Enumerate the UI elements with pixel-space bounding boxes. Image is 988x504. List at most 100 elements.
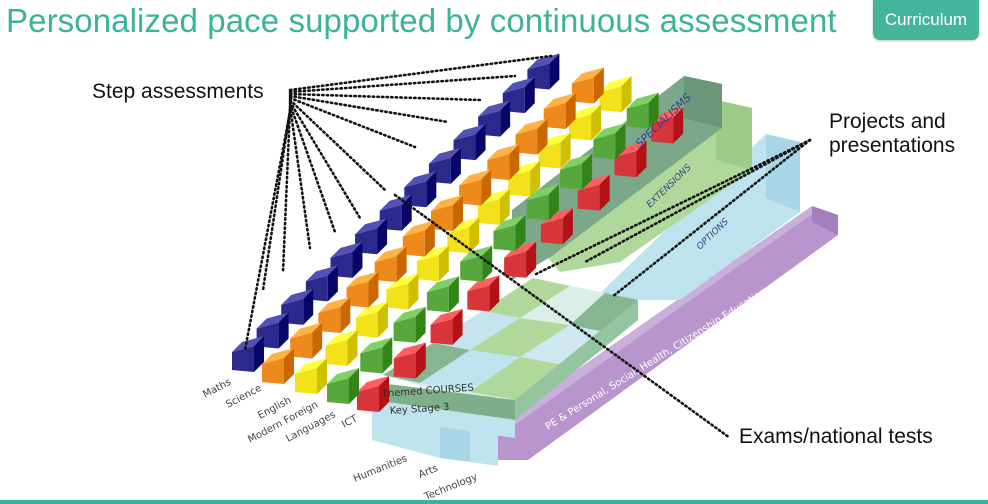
maths-step-top [256,312,289,329]
maths-step-top [355,218,388,235]
languages-step-top [626,92,659,109]
maths-step-top [404,171,437,188]
maths-step-top [453,124,486,141]
science-step-side [396,246,407,282]
languages-step [626,102,649,129]
ict-step-top [614,141,647,158]
english-step-side [591,104,602,141]
maths-step-top [527,53,560,70]
languages-step [493,225,516,251]
languages-step-side [382,337,393,374]
ict-step-top [430,308,463,325]
languages-step-side [548,184,559,221]
maths-step-top [428,147,461,164]
science-step-side [565,93,576,129]
exams-callout: Exams/national tests [739,425,933,448]
ict-step-top [393,342,426,359]
ict-step [467,285,490,312]
languages-step-side [648,92,659,129]
course-arts-label: Arts [417,463,440,481]
science-step-top [543,93,576,109]
science-step-top [459,169,492,186]
maths-step-top [379,194,412,211]
maths-step-side [254,336,264,372]
curriculum-badge[interactable]: Curriculum [873,0,979,40]
science-step [459,179,482,206]
languages-step-side [415,306,426,343]
science-step-side [368,271,379,308]
ict-step [614,151,637,178]
languages-step [560,163,583,190]
english-step [386,283,409,310]
languages-step [327,378,349,404]
ict-step-side [415,342,426,379]
maths-step-side [524,77,535,114]
maths-step-side [377,218,388,255]
science-step-top [346,271,379,288]
english-step-side [347,329,358,366]
languages-step-side [448,276,459,313]
callout-leaders [243,54,812,440]
maths-step-top [502,77,535,94]
english-step-top [599,76,632,93]
languages-step-side [582,153,593,190]
maths-step-side [278,312,289,349]
science-step [515,128,538,155]
science-step-top [318,297,351,313]
maths-step-side [549,53,560,90]
science-step-top [515,118,548,135]
maths-step-top [330,241,363,258]
ict-step-side [489,275,500,312]
science-step-side [481,169,492,206]
english-step-side [530,160,541,197]
english-step-side [317,358,327,394]
science-step [543,103,566,129]
key-stage-label: Key Stage 3 [389,402,449,417]
languages-step-top [526,184,559,201]
science-step-side [340,297,351,333]
science-step-side [593,67,604,104]
pe-band [498,206,838,460]
science-step-side [424,220,435,257]
ict-step-top [651,107,684,124]
languages-step [460,255,483,282]
ict-step [651,117,674,144]
languages-step [593,133,616,160]
english-step [325,339,348,366]
english-step [416,255,439,282]
english-step-side [621,76,632,113]
english-step [569,114,592,141]
ict-step-top [504,241,537,258]
ict-step-side [599,174,610,211]
maths-step-side [303,288,314,325]
science-step [346,281,369,308]
science-step-top [571,67,604,84]
english-step [477,198,500,225]
ict-step-side [452,308,463,345]
curriculum-badge-label: Curriculum [884,10,968,29]
science-step-side [284,348,294,384]
languages-step-top [593,123,626,140]
maths-step-side [327,265,338,302]
maths-step-top [281,288,314,305]
english-step-side [377,301,388,338]
english-step [355,311,378,338]
science-step-side [453,195,463,231]
projects-callout: Projects and presentations [829,110,956,157]
english-step-side [408,273,419,310]
ict-step [504,251,527,278]
maths-step-side [426,171,437,208]
subject-ict-label: ICT [340,413,360,431]
languages-step [426,286,449,313]
languages-step-side [482,245,493,282]
science-step [571,77,594,104]
science-step-side [537,118,548,155]
ict-step [577,184,600,211]
english-step-top [355,301,388,318]
step-assessments-callout: Step assessments [92,80,264,103]
ict-step [393,352,416,379]
english-step [295,368,317,394]
english-step-side [469,217,480,254]
english-step-top [325,329,358,346]
